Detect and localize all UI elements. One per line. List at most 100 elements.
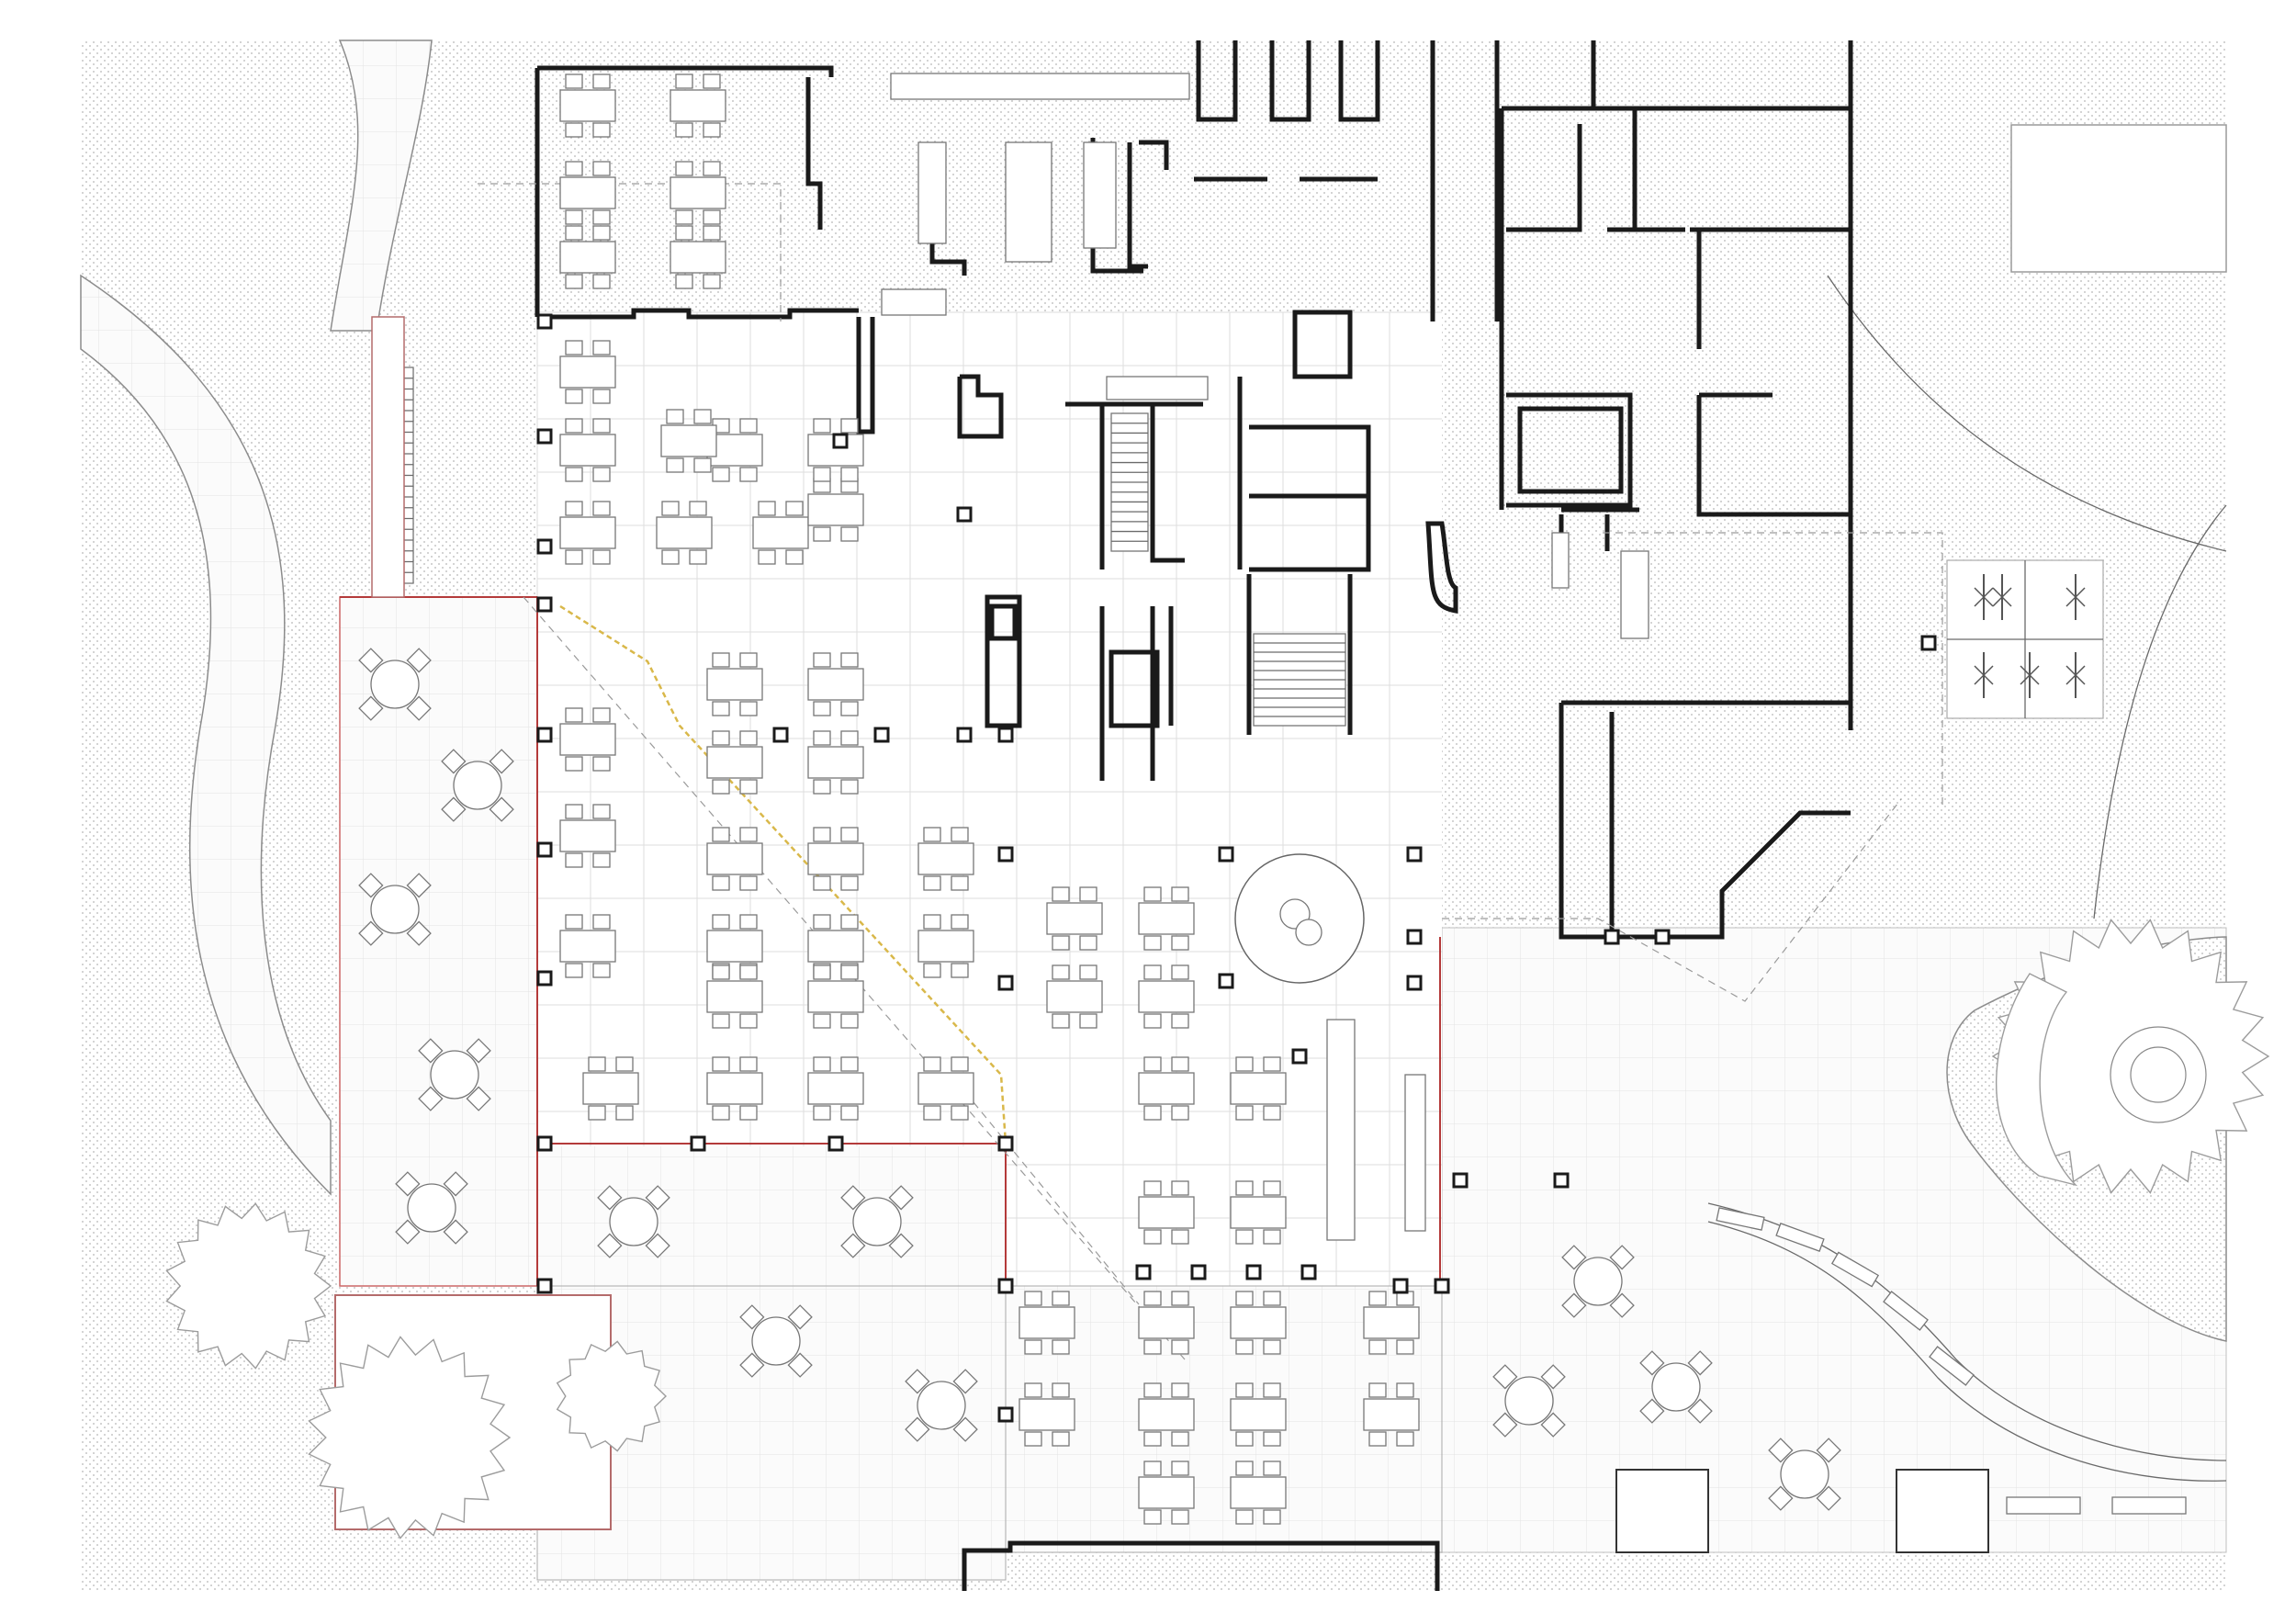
tree-icon <box>556 1340 668 1452</box>
bench-1 <box>2006 1496 2081 1515</box>
upper-right-building-outline <box>2010 124 2227 273</box>
interior-floor <box>537 312 1442 1286</box>
structural-column-icon <box>536 1278 553 1294</box>
structural-column-icon <box>956 506 973 523</box>
bicycle-icon <box>2065 574 2086 620</box>
structural-column-icon <box>997 1406 1014 1423</box>
table-with-chairs-icon <box>807 730 864 795</box>
structural-column-icon <box>997 975 1014 991</box>
structural-column-icon <box>1300 1264 1317 1280</box>
kitchen-counters <box>881 73 1649 1241</box>
structural-column-icon <box>1406 846 1423 863</box>
structural-column-icon <box>832 433 849 449</box>
table-with-chairs-icon <box>559 914 616 978</box>
round-table-icon <box>739 1304 813 1378</box>
table-with-chairs-icon <box>582 1056 639 1121</box>
structural-column-icon <box>1920 635 1937 651</box>
west-ramp <box>371 316 405 598</box>
structural-column-icon <box>536 313 553 330</box>
table-with-chairs-icon <box>752 501 809 565</box>
table-with-chairs-icon <box>1138 1460 1195 1525</box>
curved-walkway-upper <box>330 39 433 332</box>
structural-column-icon <box>1434 1278 1450 1294</box>
structural-column-icon <box>997 1135 1014 1152</box>
structural-column-icon <box>997 727 1014 743</box>
table-with-chairs-icon <box>559 707 616 772</box>
bicycle-icon <box>1992 574 2012 620</box>
structural-column-icon <box>536 970 553 987</box>
table-with-chairs-icon <box>917 827 974 891</box>
table-with-chairs-icon <box>670 225 726 289</box>
bicycle-icon <box>1974 652 1994 698</box>
curved-benches <box>1716 1207 1975 1386</box>
tree-icon <box>165 1202 332 1370</box>
table-with-chairs-icon <box>1138 1291 1195 1355</box>
structural-column-icon <box>827 1135 844 1152</box>
table-with-chairs-icon <box>807 1056 864 1121</box>
south-terrace-zone <box>537 1146 1006 1286</box>
table-with-chairs-icon <box>706 730 763 795</box>
table-with-chairs-icon <box>706 964 763 1029</box>
table-with-chairs-icon <box>559 225 616 289</box>
structural-column-icon <box>536 841 553 858</box>
structural-column-icon <box>1406 975 1423 991</box>
structural-column-icon <box>772 727 789 743</box>
table-with-chairs-icon <box>917 1056 974 1121</box>
table-with-chairs-icon <box>1138 886 1195 951</box>
circulation-line <box>559 604 1007 1145</box>
table-with-chairs-icon <box>1138 1180 1195 1245</box>
bottom-kiosk-1 <box>1615 1469 1709 1553</box>
table-with-chairs-icon <box>1138 964 1195 1029</box>
service-core-walls <box>957 310 1458 781</box>
bicycle-icon <box>2020 652 2040 698</box>
bench-2 <box>2111 1496 2187 1515</box>
garden-hedge <box>1995 973 2078 1187</box>
bike-rack-group <box>1974 574 2086 698</box>
table-with-chairs-icon <box>1019 1291 1075 1355</box>
table-with-chairs-icon <box>706 1056 763 1121</box>
round-table-icon <box>358 648 432 721</box>
table-with-chairs-icon <box>1046 964 1103 1029</box>
curved-walkway <box>80 274 332 1196</box>
round-table-icon <box>840 1185 914 1258</box>
table-with-chairs-icon <box>1230 1291 1287 1355</box>
garden-fountain <box>2110 1026 2207 1123</box>
table-with-chairs-icon <box>559 73 616 138</box>
table-with-chairs-icon <box>1138 1056 1195 1121</box>
structural-column-icon <box>536 727 553 743</box>
structural-column-icon <box>1135 1264 1152 1280</box>
table-with-chairs-icon <box>559 501 616 565</box>
table-with-chairs-icon <box>1230 1460 1287 1525</box>
dining-table-group <box>559 73 1420 1525</box>
table-with-chairs-icon <box>660 409 717 473</box>
right-edge-curve <box>2093 504 2227 919</box>
bicycle-icon <box>1974 574 1994 620</box>
round-table-icon <box>1768 1438 1841 1511</box>
table-with-chairs-icon <box>1230 1056 1287 1121</box>
table-with-chairs-icon <box>807 652 864 716</box>
structural-column-icon <box>1392 1278 1409 1294</box>
structural-column-icon <box>690 1135 706 1152</box>
structural-column-icon <box>1452 1172 1469 1189</box>
table-with-chairs-icon <box>807 964 864 1029</box>
structural-column-icon <box>997 846 1014 863</box>
structural-column-icon <box>873 727 890 743</box>
round-table-icon <box>1561 1245 1635 1318</box>
structural-column-icon <box>536 538 553 555</box>
round-table-group <box>358 648 1841 1511</box>
structural-column-icon <box>1218 846 1234 863</box>
table-with-chairs-icon <box>807 827 864 891</box>
structural-column-icon <box>1553 1172 1570 1189</box>
curved-road-right-inner <box>1707 1221 2227 1482</box>
structural-column-icon <box>1291 1048 1308 1065</box>
bottom-kiosk-2 <box>1896 1469 1989 1553</box>
structural-column-icon <box>536 428 553 445</box>
structural-column-icon <box>536 1135 553 1152</box>
column-group <box>536 313 1937 1423</box>
bicycle-icon <box>2065 652 2086 698</box>
tree-icon <box>308 1336 512 1539</box>
structural-column-icon <box>1406 929 1423 945</box>
round-table-icon <box>1639 1350 1713 1424</box>
table-with-chairs-icon <box>656 501 713 565</box>
